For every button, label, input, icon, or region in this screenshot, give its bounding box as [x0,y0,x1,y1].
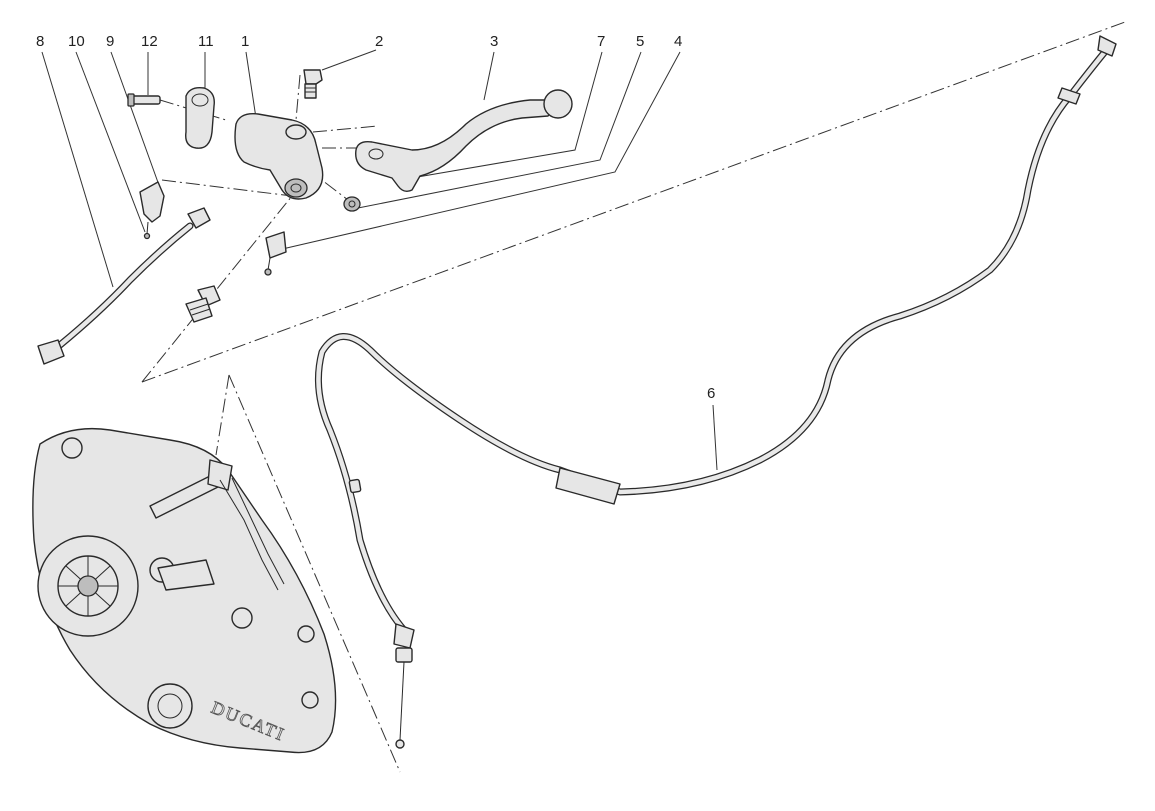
engine-clutch-cover: DUCATI [32,427,337,754]
clutch-lever-assembly [37,69,573,365]
callout-12: 12 [141,33,158,50]
callout-5: 5 [636,33,644,50]
pivot-bolt-2 [303,69,323,99]
callout-2: 2 [375,33,383,50]
callout-6: 6 [707,385,715,402]
switch-wire-8 [37,207,211,365]
clutch-lever-3 [355,89,573,193]
cable-adjuster-4 [185,285,221,323]
screw-12 [127,93,161,107]
callout-4: 4 [674,33,682,50]
callout-11: 11 [198,33,214,50]
clamp-11 [185,86,215,149]
callout-10: 10 [68,33,85,50]
callout-9: 9 [106,33,114,50]
callout-7: 7 [597,33,605,50]
assembly-lines [141,21,1126,773]
leader-lines [41,49,718,471]
callout-8: 8 [36,33,44,50]
callout-3: 3 [490,33,498,50]
callout-1: 1 [241,33,249,50]
clutch-cable-6 [314,35,1117,749]
microswitch-5 [264,231,287,276]
lever-bracket-1 [234,113,324,200]
bracket-9 [139,181,165,240]
nut-7 [343,196,361,212]
